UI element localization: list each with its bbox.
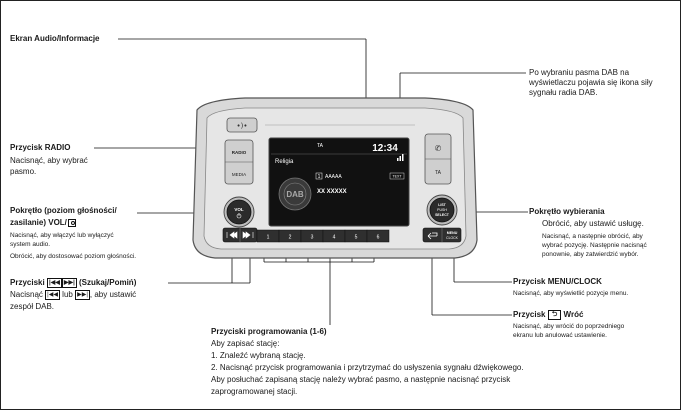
clock-label: CLOCK (446, 236, 458, 240)
label-seek-desc-2: zespół DAB. (10, 302, 55, 311)
seek-title-suffix: (Szukaj/Pomiń) (79, 278, 137, 288)
label-select-desc-1: Obrócić, aby ustawić usługę. (542, 219, 644, 228)
screen-genre: Religia (275, 159, 294, 165)
dab-logo-text: DAB (286, 190, 304, 199)
preset-button-6[interactable] (366, 229, 390, 243)
label-preset-l3: 2. Nacisnąć przycisk programowania i prz… (211, 363, 524, 372)
screen-station: AAAAA (325, 174, 342, 180)
preset-label: 5 (355, 235, 358, 241)
label-seek-desc-1: Nacisnąć |◀◀ lub ▶▶|, aby ustawić (10, 290, 136, 300)
label-preset-title: Przyciski programowania (1-6) (211, 327, 327, 336)
label-vol-desc-3: Obrócić, aby dostosować poziom głośności… (10, 253, 137, 260)
menu-button[interactable]: MENU (447, 231, 458, 235)
label-preset-l4: Aby posłuchać zapisaną stację należy wyb… (211, 375, 511, 384)
label-vol-title-text: zasilanie) VOL/ (10, 218, 67, 227)
preset-label: 6 (377, 235, 380, 241)
radio-head-unit: •)• RADIO MEDIA VOL TA 12:34 Religia DAB… (192, 97, 478, 259)
back-title-suffix: Wróć (563, 310, 584, 320)
label-vol-desc-2: system audio. (10, 241, 51, 248)
label-radio-desc-2: pasmo. (10, 167, 37, 176)
selector-label-push: PUSH (437, 208, 447, 212)
preset-label: 2 (289, 235, 292, 241)
seek-desc-b: lub (62, 290, 73, 300)
label-radio-desc-1: Nacisnąć, aby wybrać (10, 156, 88, 165)
seek-desc-c: , aby ustawić (89, 290, 137, 300)
top-left-button[interactable] (226, 117, 258, 133)
seek-back-icon: |◀◀ (45, 290, 60, 300)
label-vol-title-1: Pokrętło (poziom głośności/ (10, 206, 117, 215)
seek-forward-icon: ▶▶| (61, 278, 77, 288)
label-preset-l1: Aby zapisać stację: (211, 339, 280, 348)
back-title-prefix: Przycisk (513, 310, 546, 320)
selector-label-list: LIST (438, 203, 446, 207)
phone-icon[interactable]: ✆ (435, 144, 442, 153)
vol-label: VOL (234, 207, 244, 212)
dab-logo-icon (278, 177, 312, 211)
label-vol-title-2: zasilanie) VOL/ (10, 218, 76, 228)
screen-text-badge: TEXT (393, 175, 403, 179)
radio-wave-icon: •)• (237, 122, 248, 130)
label-back-desc-1: Nacisnąć, aby wrócić do poprzedniego (513, 323, 625, 330)
label-select-desc-4: ponownie, aby zatwierdzić wybór. (542, 251, 639, 258)
selector-knob[interactable] (429, 197, 455, 223)
label-dab-note-3: sygnału radia DAB. (529, 88, 598, 97)
label-menu-title: Przycisk MENU/CLOCK (513, 277, 602, 286)
label-dab-note-2: wyświetlaczu pojawia się ikona siły (529, 78, 653, 87)
label-select-title: Pokrętło wybierania (529, 207, 605, 216)
preset-label: 1 (267, 235, 270, 241)
label-dab-note-1: Po wybraniu pasma DAB na (529, 68, 630, 77)
label-back-title: Przycisk ⮌ Wróć (513, 310, 583, 320)
label-back-desc-2: ekranu lub anulować ustawienie. (513, 332, 607, 339)
radio-button[interactable]: RADIO (232, 150, 247, 155)
power-icon (67, 218, 76, 227)
selector-label-select: SELECT (435, 213, 450, 217)
preset-label: 4 (333, 235, 336, 241)
seek-forward-icon: ▶▶| (75, 290, 90, 300)
label-preset-l5: zaprogramowanej stacji. (211, 387, 298, 396)
ta-button[interactable]: TA (435, 170, 442, 176)
label-select-desc-2: Nacisnąć, a następnie obrócić, aby (542, 233, 643, 240)
dab-signal-icon (397, 154, 404, 161)
seek-forward-icon[interactable] (242, 231, 254, 239)
seek-back-icon[interactable] (226, 231, 238, 239)
volume-knob[interactable] (226, 199, 252, 225)
seek-back-icon: |◀◀ (46, 278, 62, 288)
preset-buttons: 1 2 3 4 5 6 (256, 229, 390, 243)
screen-ensemble: XX XXXXX (317, 189, 347, 195)
seek-desc-a: Nacisnąć (10, 290, 43, 300)
label-vol-desc-1: Nacisnąć, aby włączyć lub wyłączyć (10, 232, 114, 239)
label-preset-l2: 1. Znaleźć wybraną stację. (211, 351, 306, 360)
back-icon: ⮌ (547, 310, 562, 320)
label-ekran: Ekran Audio/Informacje (10, 34, 100, 43)
screen-preset-number: 1 (318, 174, 321, 180)
label-radio-title: Przycisk RADIO (10, 143, 71, 152)
media-button[interactable]: MEDIA (232, 172, 246, 177)
seek-title-prefix: Przyciski (10, 278, 45, 288)
screen-ta: TA (317, 143, 324, 149)
screen-clock: 12:34 (372, 143, 398, 154)
label-seek-title: Przyciski |◀◀▶▶| (Szukaj/Pomiń) (10, 278, 136, 288)
label-menu-desc: Nacisnąć, aby wyświetlić pozycje menu. (513, 290, 629, 297)
preset-label: 3 (311, 235, 314, 241)
back-icon[interactable] (427, 232, 438, 240)
label-select-desc-3: wybrać pozycję. Następnie nacisnąć (542, 242, 647, 249)
